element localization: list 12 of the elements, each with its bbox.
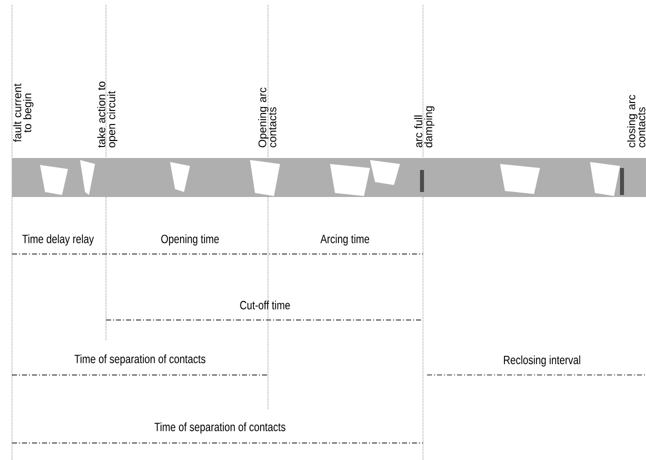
interval-label: Reclosing interval — [504, 355, 580, 367]
interval-label: Arcing time — [320, 234, 370, 246]
interval-label: Time of separation of contacts — [74, 354, 206, 366]
interval-label: Opening time — [161, 234, 219, 246]
event-label: Opening arc contacts — [258, 88, 276, 148]
event-label: closing arc contacts — [627, 94, 646, 148]
interval-label: Cut-off time — [240, 300, 290, 310]
event-label: arc full damping — [414, 106, 434, 148]
event-label: fault current to begin — [13, 84, 34, 142]
interval-label: Time of separation of contacts — [154, 422, 286, 434]
event-label: take action to open circuit — [97, 82, 118, 148]
interval-label: Time delay relay — [22, 234, 94, 246]
